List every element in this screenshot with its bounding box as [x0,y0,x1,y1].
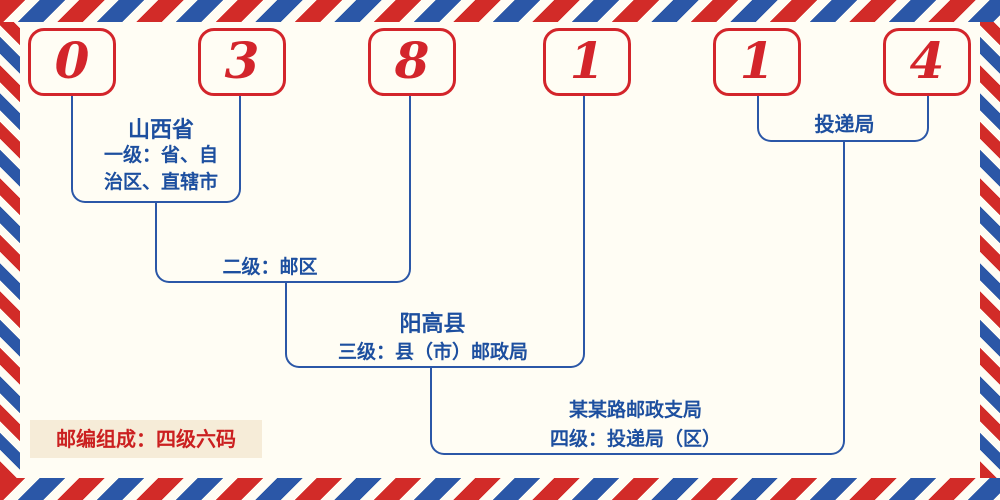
level1-description-line2: 治区、直辖市 [103,170,218,193]
digit-6: 4 [909,30,945,90]
connector-level3 [285,283,585,368]
digit-box-4: 1 [543,28,631,96]
airmail-border-right [980,22,1000,478]
province-label: 山西省 [127,118,194,143]
connector-level1 [71,96,241,203]
digit-box-1: 0 [28,28,116,96]
connector-level3-riser [583,96,585,283]
digit-box-6: 4 [883,28,971,96]
airmail-border-bottom [0,478,1000,500]
digit-4: 1 [569,30,605,90]
digit-5: 1 [739,30,775,90]
digit-box-5: 1 [713,28,801,96]
digit-box-2: 3 [198,28,286,96]
level2-description: 二级：邮区 [222,256,318,278]
county-label: 阳高县 [399,312,466,337]
airmail-border-top [0,0,1000,22]
connector-level4 [430,368,845,455]
connector-level2-riser [409,96,411,203]
digit-1: 0 [54,30,90,90]
composition-note: 邮编组成：四级六码 [30,420,262,458]
level1-description-line1: 一级：省、自 [103,144,218,166]
branch-office-label: 某某路邮政支局 [568,399,702,421]
digit-3: 8 [394,30,430,90]
connector-level4-riser [843,142,845,368]
airmail-border-left [0,22,20,478]
connector-level2 [155,203,411,283]
level3-description: 三级：县（市）邮政局 [337,341,528,363]
delivery-office-label: 投递局 [814,112,875,136]
digit-2: 3 [224,30,260,90]
level4-description: 四级：投递局（区） [549,428,721,450]
level1-description: 一级：省、自 治区、直辖市 [76,142,246,195]
connector-delivery-office [757,96,929,142]
digit-box-3: 8 [368,28,456,96]
